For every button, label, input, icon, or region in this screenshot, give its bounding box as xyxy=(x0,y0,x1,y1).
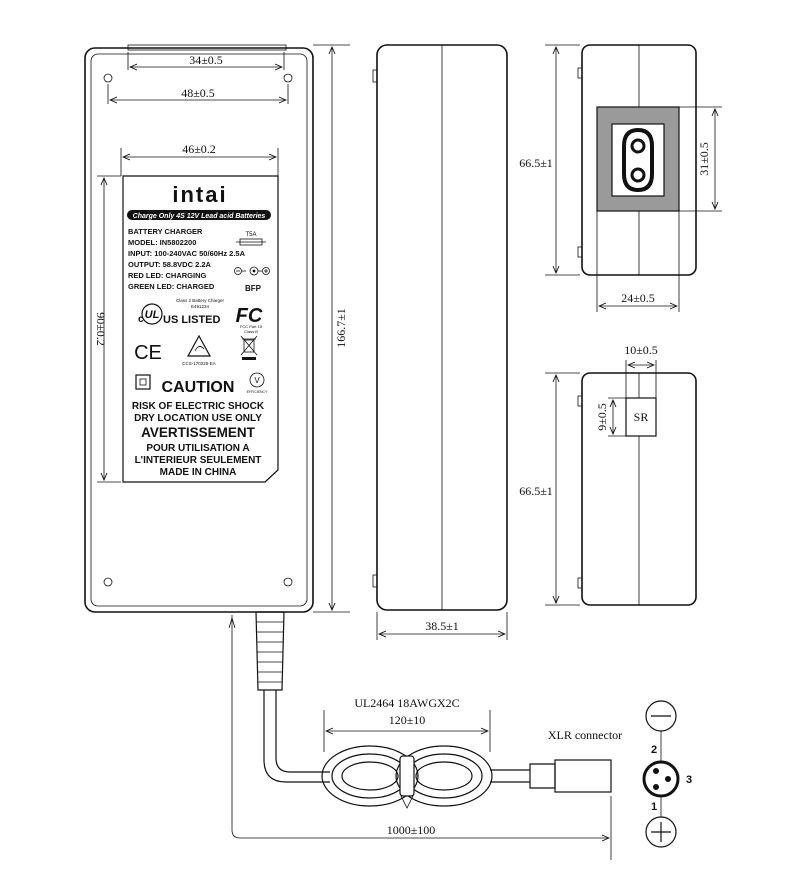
svg-text:c: c xyxy=(138,314,144,325)
fuse-rating: T5A xyxy=(245,232,256,238)
mount-hole-tr xyxy=(283,73,293,83)
banner-bar xyxy=(127,210,271,220)
svg-text:Class B: Class B xyxy=(244,329,258,334)
mount-hole-tl xyxy=(103,73,113,83)
cable-assembly: UL2464 18AWGX2C 120±10 1000±100 xyxy=(228,611,612,860)
dim-sr-height: 9±0.5 xyxy=(595,403,609,431)
efficiency-mark: V EFFICIENCY xyxy=(247,372,268,394)
caution-title: CAUTION xyxy=(162,379,235,396)
strain-relief xyxy=(255,611,285,691)
dim-body-length: 166.7±1 xyxy=(334,308,348,348)
inlet-end-view: 66.5±1 31±0.5 24±0.5 xyxy=(519,44,722,312)
label-line-6: GREEN LED: CHARGED xyxy=(128,282,215,291)
caution-line-2: DRY LOCATION USE ONLY xyxy=(134,413,262,424)
xlr-boot xyxy=(529,763,556,789)
brand-logo: intai xyxy=(172,182,227,207)
cable-coil xyxy=(321,745,493,809)
ul-listed-mark: c UL US LISTED xyxy=(138,303,221,326)
body-length-dimension: 166.7±1 xyxy=(313,44,350,613)
front-body-inner xyxy=(90,53,308,607)
svg-text:FC: FC xyxy=(236,305,263,327)
svg-text:V: V xyxy=(254,376,260,385)
label-outline xyxy=(122,175,279,483)
xlr-title: XLR connector xyxy=(548,728,622,742)
fcc-mark: FC FCC Part 15 Class B xyxy=(236,305,263,334)
mount-hole-bl xyxy=(103,577,113,587)
dim-sr-width: 10±0.5 xyxy=(624,343,658,357)
dim-inlet-side-length: 66.5±1 xyxy=(519,156,553,170)
dim-cable-loop: 120±10 xyxy=(389,713,426,727)
rcm-code: CCS-170225-EA xyxy=(182,361,216,366)
ul-note-1: Class 2 Battery Charger xyxy=(176,298,225,303)
svg-text:EFFICIENCY: EFFICIENCY xyxy=(247,390,268,394)
dim-body-thickness: 38.5±1 xyxy=(425,619,459,633)
label-line-1: BATTERY CHARGER xyxy=(128,227,203,236)
avertissement-line-3: MADE IN CHINA xyxy=(160,467,237,478)
dim-hole-spacing-wide: 48±0.5 xyxy=(181,86,215,100)
caution-line-1: RISK OF ELECTRIC SHOCK xyxy=(132,401,265,412)
pin-3-label: 3 xyxy=(686,774,692,786)
cable-cord xyxy=(263,690,330,783)
dim-inlet-width: 24±0.5 xyxy=(621,291,655,305)
label-line-2: MODEL: IN5802200 xyxy=(128,238,196,247)
product-label: intai Charge Only 4S 12V Lead acid Batte… xyxy=(122,175,279,483)
dim-cable-total: 1000±100 xyxy=(387,823,436,837)
dim-hole-spacing-top: 34±0.5 xyxy=(189,53,223,67)
mount-hole-br xyxy=(283,577,293,587)
svg-text:FCC Part 15: FCC Part 15 xyxy=(240,324,263,329)
fuse-icon xyxy=(236,238,266,246)
c8-inlet-icon xyxy=(622,127,654,193)
side-view: 38.5±1 xyxy=(372,44,508,640)
svg-text:US LISTED: US LISTED xyxy=(163,314,221,326)
xlr-socket-icon xyxy=(642,760,680,798)
weee-bin-icon xyxy=(240,335,258,360)
banner-text: Charge Only 4S 12V Lead acid Batteries xyxy=(133,213,266,220)
polarity-icon xyxy=(234,266,270,276)
front-body-outer xyxy=(84,47,314,613)
sr-box xyxy=(625,397,657,437)
label-line-4: OUTPUT: 58.8VDC 2.2A xyxy=(128,260,212,269)
dim-label-height: 90±0.2 xyxy=(94,312,108,346)
sr-end-view: SR 10±0.5 9±0.5 66.5±1 xyxy=(519,343,697,606)
ac-inlet-socket xyxy=(611,123,665,197)
dim-inlet-height: 31±0.5 xyxy=(697,142,711,176)
pin-2-label: 2 xyxy=(651,744,657,756)
front-view: 34±0.5 48±0.5 46±0.2 90±0.2 intai Charge… xyxy=(84,44,314,613)
avertissement-line-1: POUR UTILISATION A xyxy=(146,443,249,454)
xlr-plug-body xyxy=(554,759,612,793)
double-insulation-icon xyxy=(135,374,151,390)
svg-text:UL: UL xyxy=(145,309,160,321)
dim-label-width: 46±0.2 xyxy=(182,142,216,156)
cable-spec: UL2464 18AWGX2C xyxy=(354,696,459,710)
ce-mark: CE xyxy=(134,342,162,364)
cable-tie xyxy=(399,755,415,797)
rcm-mark-icon xyxy=(186,334,212,357)
dim-sr-side-length: 66.5±1 xyxy=(519,484,553,498)
label-line-3: INPUT: 100-240VAC 50/60Hz 2.5A xyxy=(128,249,246,258)
top-rail xyxy=(127,44,287,51)
avertissement-line-2: L'INTERIEUR SEULEMENT xyxy=(135,455,262,466)
sr-text: SR xyxy=(634,410,649,424)
xlr-pinout: XLR connector 2 3 1 xyxy=(548,700,692,848)
ul-note-2: E491234 xyxy=(191,304,210,309)
avertissement-title: AVERTISSEMENT xyxy=(141,425,256,440)
bfp-text: BFP xyxy=(245,284,262,293)
label-line-5: RED LED: CHARGING xyxy=(128,271,206,280)
pin-1-label: 1 xyxy=(651,801,657,813)
